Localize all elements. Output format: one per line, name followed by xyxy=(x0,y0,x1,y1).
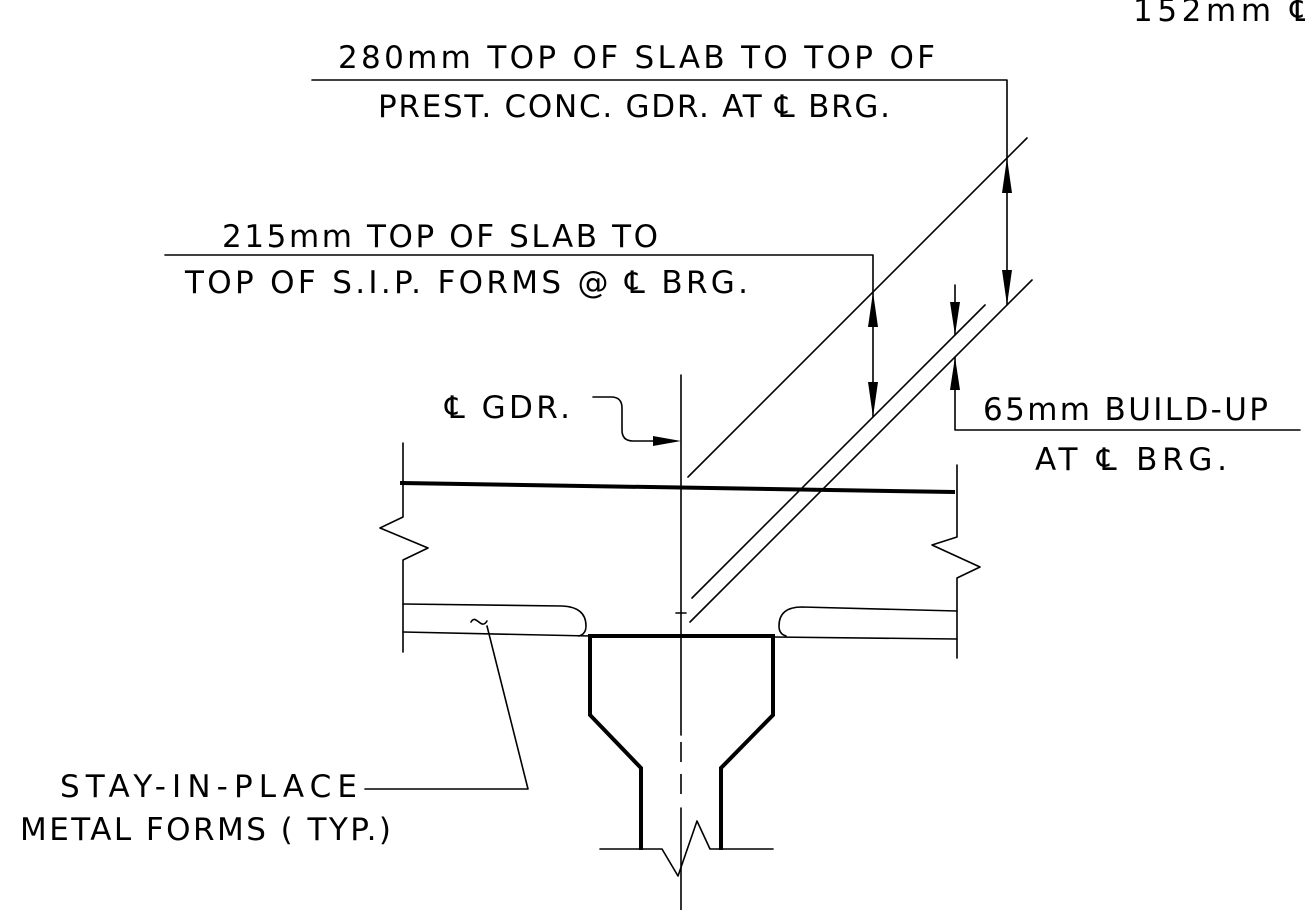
top-of-girder-line xyxy=(689,279,1033,623)
right-form-bottom xyxy=(772,636,958,640)
dim-65-arrow-up xyxy=(950,357,960,390)
dim-215-label-line2: TOP OF S.I.P. FORMS @ ℄ BRG. xyxy=(184,265,748,301)
stay-in-place-forms: STAY-IN-PLACE METAL FORMS ( TYP.) xyxy=(20,603,958,848)
girder-centerline-label: ℄ GDR. xyxy=(444,390,570,426)
girder-break-line xyxy=(599,820,774,877)
girder-centerline-callout: ℄ GDR. xyxy=(444,390,681,446)
bearing-reference-lines xyxy=(687,137,1033,623)
dim-280-label-line2: PREST. CONC. GDR. AT ℄ BRG. xyxy=(378,89,890,125)
dim-280-leader-line xyxy=(311,79,1008,306)
dimension-215mm: 215mm TOP OF SLAB TO TOP OF S.I.P. FORMS… xyxy=(164,219,878,418)
dim-215-arrow-up xyxy=(868,292,878,327)
girder-centerline-leader xyxy=(592,396,656,442)
girder-right-side xyxy=(719,634,775,850)
dim-65-label-line1: 65mm BUILD-UP xyxy=(983,392,1268,428)
girder-left-side xyxy=(588,634,643,850)
dimension-65mm-build-up: 65mm BUILD-UP AT ℄ BRG. xyxy=(950,284,1301,478)
right-form-top xyxy=(778,606,958,637)
slab-left-break-line xyxy=(379,442,429,653)
deck-slab xyxy=(379,442,981,659)
dim-215-leader-line xyxy=(164,254,874,418)
slab-right-break-line xyxy=(931,464,981,659)
dim-280-arrow-up xyxy=(1002,158,1012,193)
dim-65-label-line2: AT ℄ BRG. xyxy=(1035,442,1227,478)
form-leader-line xyxy=(364,625,529,790)
top-right-label: 152mm ℄ xyxy=(1133,0,1305,29)
girder-centerline xyxy=(675,374,687,910)
top-of-sip-forms-line xyxy=(691,304,986,599)
dim-215-arrow-down xyxy=(868,382,878,417)
girder-centerline-arrow xyxy=(653,436,681,446)
left-form-top xyxy=(402,603,587,637)
dim-215-label-line1: 215mm TOP OF SLAB TO xyxy=(222,219,658,255)
dim-280-arrow-down xyxy=(1002,270,1012,305)
forms-label-line1: STAY-IN-PLACE xyxy=(60,769,357,805)
dim-280-label-line1: 280mm TOP OF SLAB TO TOP OF xyxy=(338,40,935,76)
top-of-slab-line xyxy=(687,137,1028,478)
forms-label-line2: METAL FORMS ( TYP.) xyxy=(20,812,391,848)
left-form-bottom xyxy=(402,631,591,637)
form-leader-squiggle xyxy=(470,618,488,625)
prestressed-girder xyxy=(588,634,775,877)
top-of-slab-section-line xyxy=(399,480,956,495)
dim-65-arrow-down xyxy=(950,302,960,335)
